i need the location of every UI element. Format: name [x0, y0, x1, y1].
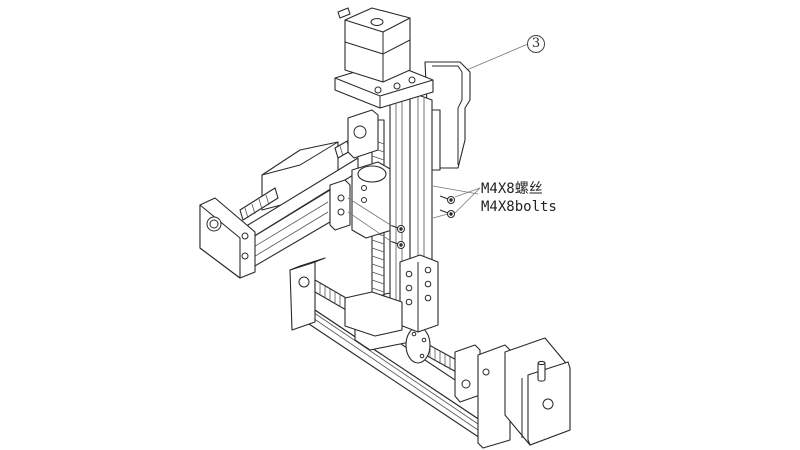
leader-lines — [432, 43, 529, 219]
base-stepper-motor — [504, 337, 571, 446]
m4x8-bolts — [347, 195, 455, 249]
top-stepper-motor — [337, 7, 411, 83]
bolt-icon — [439, 209, 455, 218]
bolt-label-chinese: M4X8螺丝 — [481, 181, 543, 197]
bolt-icon — [389, 224, 405, 233]
bolt-label-english: M4X8bolts — [481, 199, 557, 215]
bolt-icon — [439, 195, 455, 204]
vertical-z-axis-module — [334, 7, 439, 337]
left-y-axis-module — [199, 127, 374, 279]
callout-3: 3 — [527, 35, 545, 53]
